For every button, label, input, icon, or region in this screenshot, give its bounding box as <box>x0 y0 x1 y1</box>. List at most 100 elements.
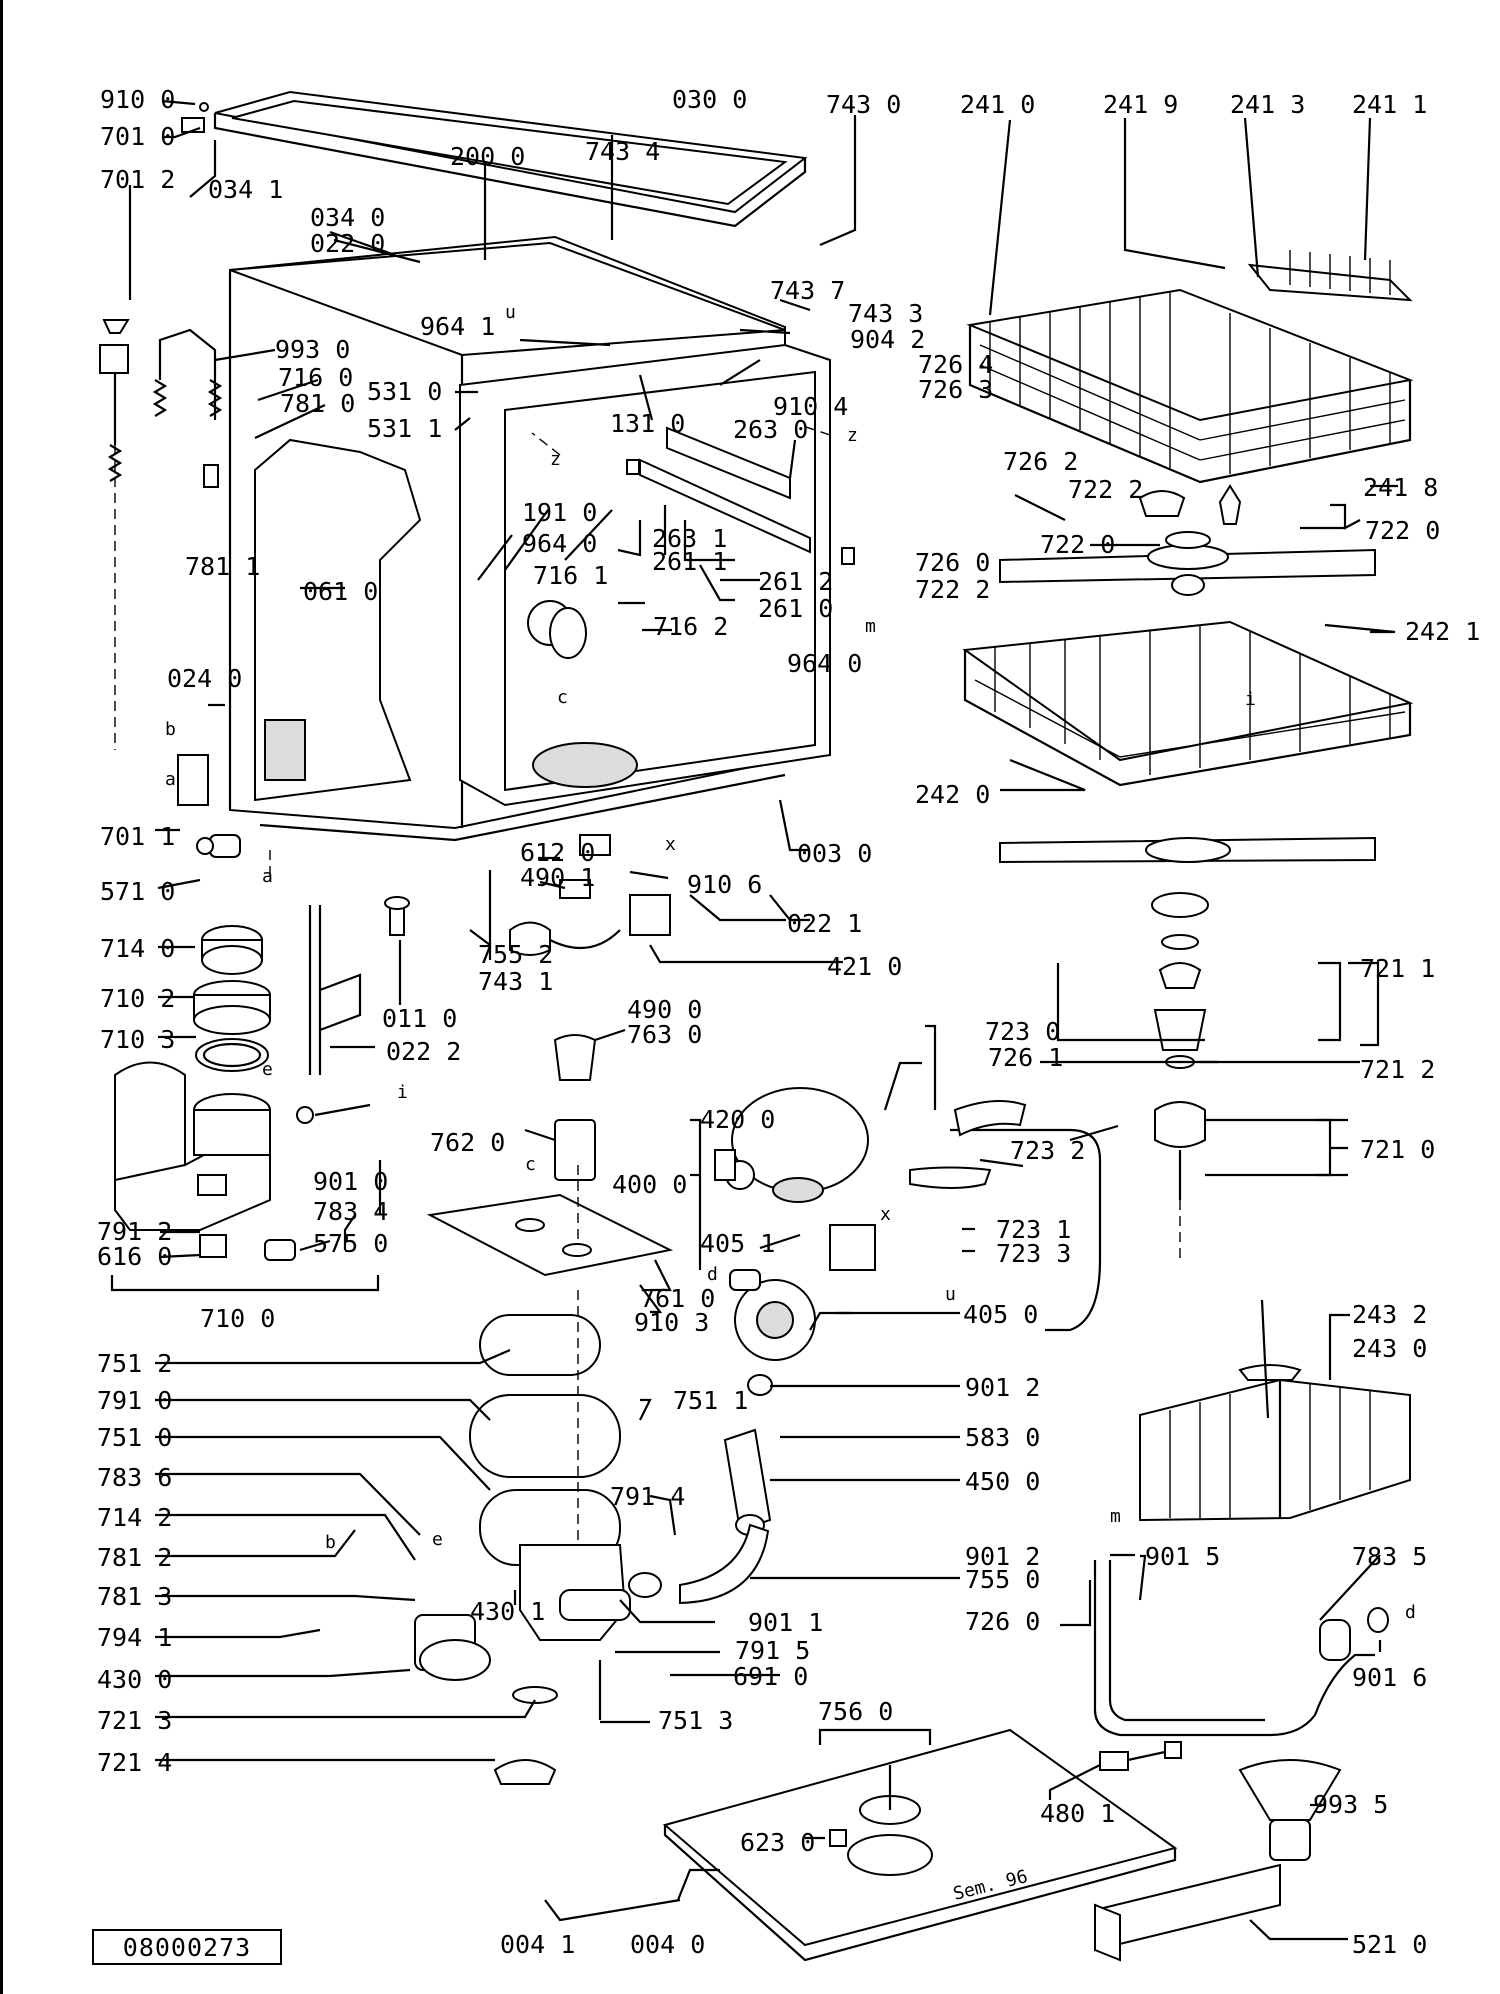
part-label: 964 1 <box>420 312 495 341</box>
part-label: 964 0 <box>522 529 597 558</box>
sump-seal-ring <box>469 1314 621 1566</box>
power-cable-plug <box>509 834 671 956</box>
letter-mark-x: x <box>665 834 676 855</box>
upper-spray-arm <box>999 531 1376 596</box>
part-label: 743 7 <box>770 276 845 305</box>
part-label: 430 1 <box>470 1597 545 1626</box>
part-label: 022 1 <box>787 909 862 938</box>
part-label: 761 0 <box>640 1284 715 1313</box>
part-label: 241 1 <box>1352 90 1427 119</box>
letter-mark-i: i <box>397 1082 408 1103</box>
base-plate <box>662 1728 1178 1962</box>
part-label: 726 3 <box>918 375 993 404</box>
part-label: 242 1 <box>1405 617 1480 646</box>
inlet-valve <box>196 834 241 858</box>
upper-rails <box>626 426 855 565</box>
part-label: 993 0 <box>275 335 350 364</box>
part-label: 616 0 <box>97 1242 172 1271</box>
part-label: 726 4 <box>918 350 993 379</box>
part-label: 791 5 <box>735 1636 810 1665</box>
part-label: 901 0 <box>313 1167 388 1196</box>
part-label: 714 2 <box>97 1503 172 1532</box>
letter-mark-d: d <box>707 1264 718 1285</box>
part-label: 261 2 <box>758 567 833 596</box>
letter-mark-u: u <box>505 302 516 323</box>
letter-mark-e: e <box>432 1529 443 1550</box>
part-label: 261 1 <box>652 547 727 576</box>
letter-mark-e: e <box>262 1059 273 1080</box>
upper-basket <box>966 288 1414 484</box>
cup-shelf <box>1247 250 1413 302</box>
part-label: 993 5 <box>1313 1790 1388 1819</box>
part-label: 571 0 <box>100 877 175 906</box>
wash-motor <box>714 1087 876 1271</box>
part-label: 521 0 <box>1352 1930 1427 1959</box>
part-label: 794 1 <box>97 1623 172 1652</box>
part-label: 726 0 <box>915 548 990 577</box>
letter-mark-u: u <box>945 1284 956 1305</box>
salt-gasket <box>195 1038 269 1072</box>
part-label: 716 0 <box>278 363 353 392</box>
water-softener <box>114 1061 271 1231</box>
part-label: 901 2 <box>965 1373 1040 1402</box>
part-label: 791 2 <box>97 1217 172 1246</box>
letter-mark-a: a <box>165 769 176 790</box>
door-hinge-left <box>99 319 209 806</box>
part-label: 430 0 <box>97 1665 172 1694</box>
letter-mark-i: i <box>1245 689 1256 710</box>
part-label: 710 2 <box>100 984 175 1013</box>
part-label: 791 0 <box>97 1386 172 1415</box>
part-label: 714 0 <box>100 934 175 963</box>
part-label: 241 8 <box>1363 473 1438 502</box>
part-label: 751 1 <box>673 1386 748 1415</box>
part-label: 743 1 <box>478 967 553 996</box>
part-label: 763 0 <box>627 1020 702 1049</box>
part-label: 405 1 <box>700 1229 775 1258</box>
part-label: 004 1 <box>500 1930 575 1959</box>
part-label: 421 0 <box>827 952 902 981</box>
part-label: 755 0 <box>965 1565 1040 1594</box>
part-label: 583 0 <box>965 1423 1040 1452</box>
part-label: 904 2 <box>850 325 925 354</box>
lower-basket <box>962 620 1414 787</box>
part-label: 030 0 <box>672 85 747 114</box>
part-label: 910 0 <box>100 85 175 114</box>
part-label: 701 0 <box>100 122 175 151</box>
part-label: 623 0 <box>740 1828 815 1857</box>
door-spring-assembly <box>152 328 223 488</box>
part-label: 710 0 <box>200 1304 275 1333</box>
part-label: 242 0 <box>915 780 990 809</box>
lid-hinge-clip <box>181 102 209 133</box>
part-label: 762 0 <box>430 1128 505 1157</box>
letter-mark-m: m <box>1110 1506 1121 1527</box>
part-label: 531 0 <box>367 377 442 406</box>
part-label: 263 0 <box>733 415 808 444</box>
part-label: 751 0 <box>97 1423 172 1452</box>
spray-arm-tube <box>909 1100 1102 1332</box>
salt-cap <box>201 925 263 975</box>
part-label: 261 0 <box>758 594 833 623</box>
part-label: 723 1 <box>996 1215 1071 1244</box>
part-label: 011 0 <box>382 1004 457 1033</box>
spray-arm-hub <box>1138 484 1242 525</box>
part-label: 901 5 <box>1145 1542 1220 1571</box>
part-label: 034 0 <box>310 203 385 232</box>
part-label: 726 0 <box>965 1607 1040 1636</box>
part-label: 783 5 <box>1352 1542 1427 1571</box>
part-label: 756 0 <box>818 1697 893 1726</box>
part-label: 701 2 <box>100 165 175 194</box>
letter-mark-c: c <box>525 1154 536 1175</box>
part-label: 022 0 <box>310 229 385 258</box>
worktop-lid <box>213 90 808 228</box>
drain-hose-left <box>308 905 362 1075</box>
part-label: 781 2 <box>97 1543 172 1572</box>
part-label: 024 0 <box>167 664 242 693</box>
part-label: 263 1 <box>652 524 727 553</box>
part-label: 716 1 <box>533 561 608 590</box>
letter-mark-m: m <box>865 616 876 637</box>
part-label: 191 0 <box>522 498 597 527</box>
document-code: 08000273 <box>92 1929 282 1965</box>
part-label: 405 0 <box>963 1300 1038 1329</box>
